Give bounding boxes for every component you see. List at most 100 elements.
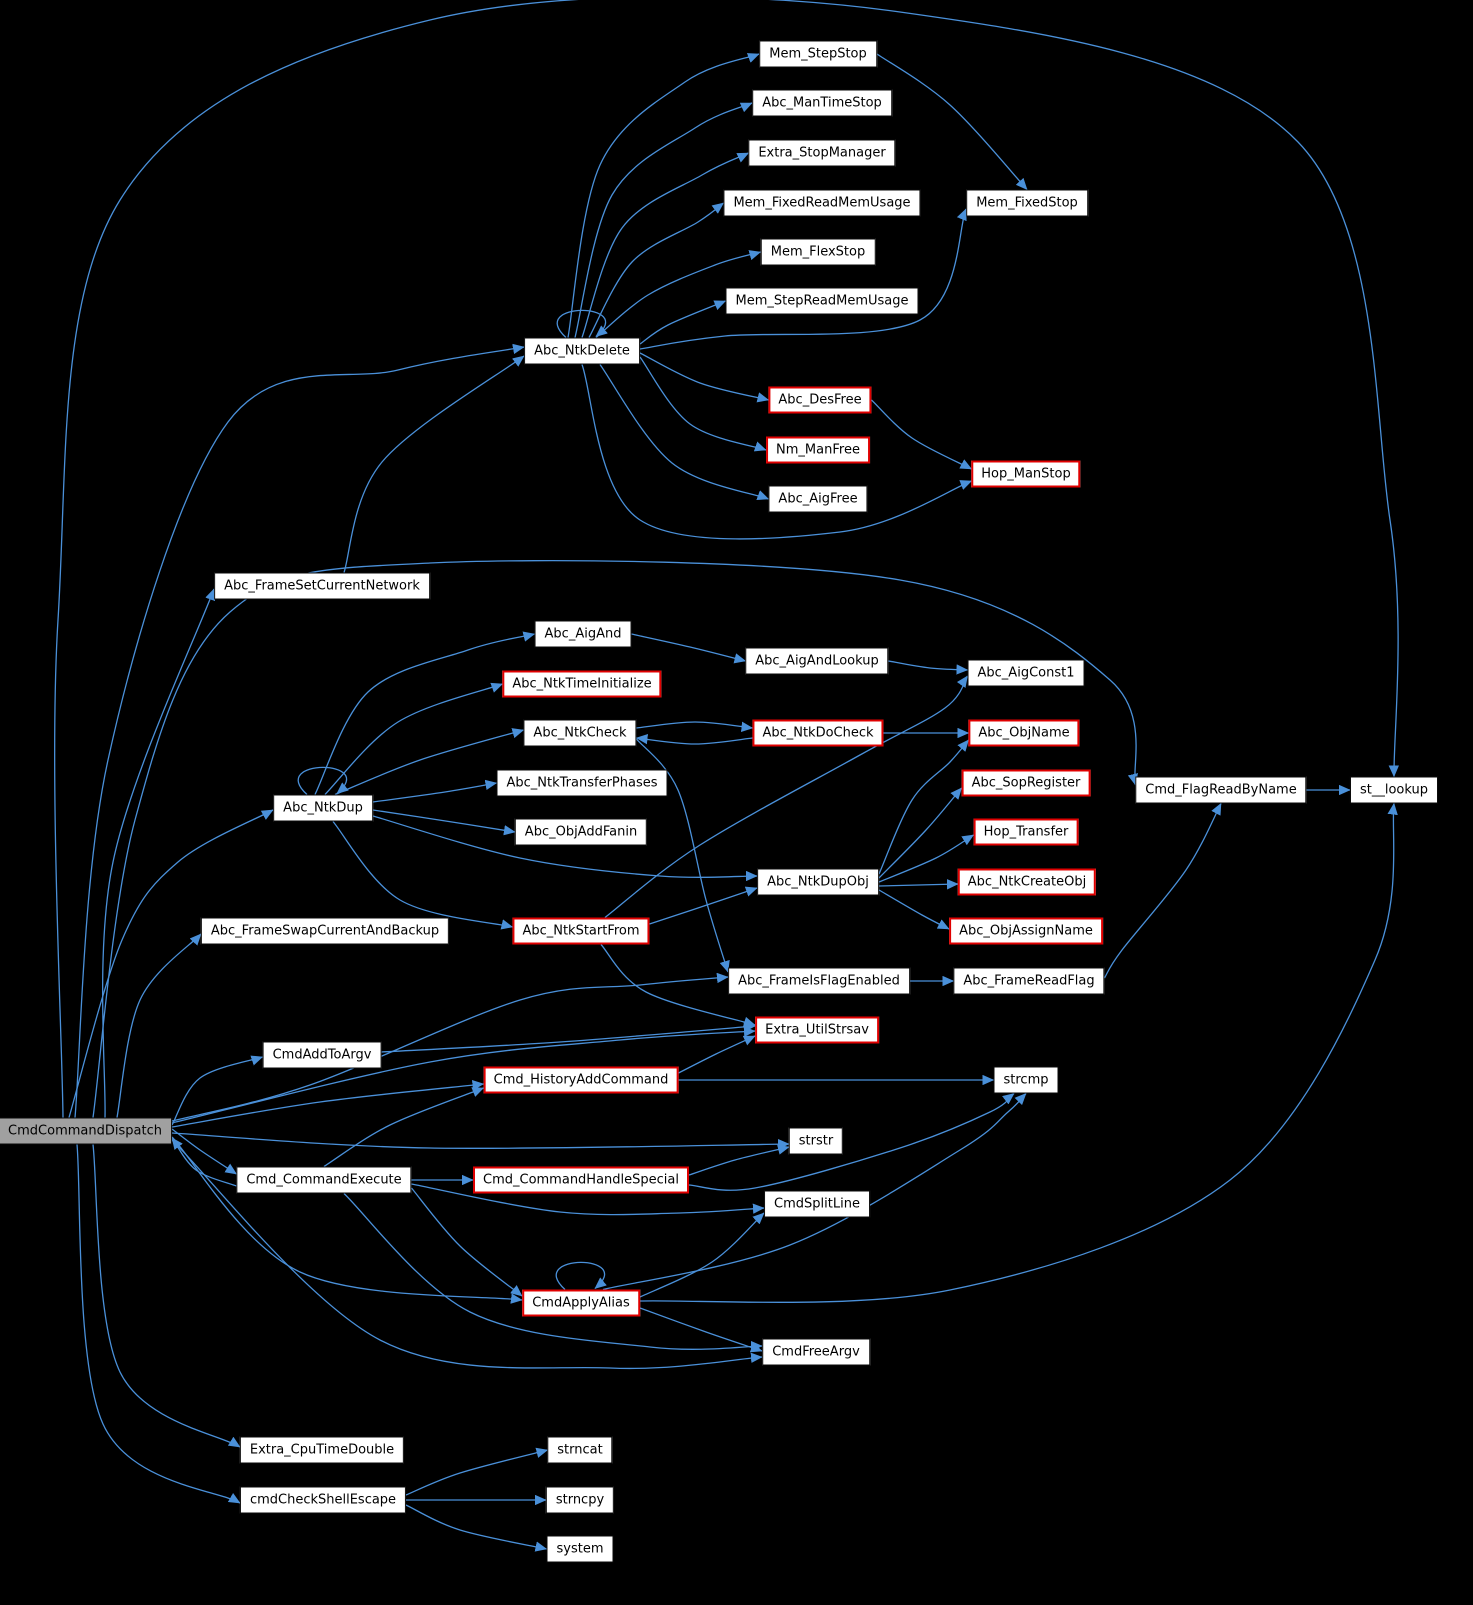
node-abc-aigandlookup[interactable]: Abc_AigAndLookup — [745, 647, 889, 675]
edge-abc-desfree-to-hop-manstop — [871, 399, 973, 470]
node-system[interactable]: system — [546, 1535, 614, 1563]
edge-cmdapplyalias-to-cmdapplyalias — [555, 1261, 607, 1290]
edge-cmdcommanddispatch-to-abc-framesetcurrentnetwork — [101, 588, 216, 1118]
edge-cmdapplyalias-to-strcmp — [602, 1093, 1027, 1291]
edge-abc-ntkdelete-to-abc-mantimestop — [574, 102, 753, 338]
edge-cmdcommanddispatch-to-abc-ntkdelete — [74, 343, 525, 1118]
edge-cmdcheckshellescape-to-strncat — [405, 1447, 549, 1496]
edge-mem-stepstop-to-mem-fixedstop — [876, 53, 1028, 190]
edge-abc-framesetcurrentnetwork-to-abc-ntkdelete — [343, 355, 525, 573]
edge-abc-ntkstartfrom-to-abc-ntkdupobj — [649, 886, 758, 925]
edge-abc-ntkstartfrom-to-extra-utilstrsav — [600, 944, 756, 1027]
edge-cmdapplyalias-to-cmdfreeargv — [639, 1307, 763, 1353]
edge-cmd-historyaddcommand-to-extra-utilstrsav — [678, 1035, 756, 1074]
edge-abc-ntkdelete-to-nm-manfree — [639, 356, 767, 452]
node-cmd-historyaddcommand[interactable]: Cmd_HistoryAddCommand — [483, 1066, 679, 1094]
edge-cmdcommanddispatch-to-abc-frameswapcurrentandbackup — [116, 933, 202, 1118]
node-mem-fixedstop[interactable]: Mem_FixedStop — [966, 189, 1088, 217]
edge-cmdcommanddispatch-to-extra-utilstrsav — [171, 1026, 756, 1124]
node-abc-ntkstartfrom[interactable]: Abc_NtkStartFrom — [512, 917, 650, 945]
node-abc-frameswapcurrentandbackup[interactable]: Abc_FrameSwapCurrentAndBackup — [200, 917, 450, 945]
node-cmd-commandexecute[interactable]: Cmd_CommandExecute — [236, 1166, 412, 1194]
edge-cmdaddtoargv-to-extra-utilstrsav — [381, 1021, 756, 1053]
node-mem-flexstop[interactable]: Mem_FlexStop — [760, 238, 876, 266]
node-abc-objassignname[interactable]: Abc_ObjAssignName — [949, 917, 1103, 945]
node-cmdcheckshellescape[interactable]: cmdCheckShellEscape — [239, 1486, 407, 1514]
node-abc-objaddfanin[interactable]: Abc_ObjAddFanin — [514, 818, 648, 846]
edge-abc-ntkdelete-to-mem-stepstop — [567, 53, 760, 338]
node-abc-aigfree[interactable]: Abc_AigFree — [768, 485, 868, 513]
edge-abc-ntkdelete-to-mem-stepreadmemusage — [639, 300, 727, 345]
node-abc-sopregister[interactable]: Abc_SopRegister — [961, 769, 1091, 797]
edge-abc-aigand-to-abc-aigandlookup — [631, 633, 747, 664]
node-abc-aigconst1[interactable]: Abc_AigConst1 — [967, 659, 1085, 687]
edge-cmdcommanddispatch-to-extra-cputimedouble — [92, 1144, 241, 1448]
node-cmdsplitline[interactable]: CmdSplitLine — [764, 1190, 870, 1218]
edge-abc-ntkdelete-to-extra-stopmanager — [581, 152, 750, 338]
edge-cmd-commandexecute-to-cmd-historyaddcommand — [323, 1087, 485, 1168]
node-abc-ntkdup[interactable]: Abc_NtkDup — [273, 794, 373, 822]
node-abc-framesetcurrentnetwork[interactable]: Abc_FrameSetCurrentNetwork — [214, 572, 430, 600]
node-abc-framereadflag[interactable]: Abc_FrameReadFlag — [953, 967, 1105, 995]
edge-cmdapplyalias-to-st-lookup — [639, 802, 1398, 1304]
node-cmdaddtoargv[interactable]: CmdAddToArgv — [262, 1041, 382, 1069]
node-abc-mantimestop[interactable]: Abc_ManTimeStop — [752, 89, 892, 117]
node-abc-ntkdocheck[interactable]: Abc_NtkDoCheck — [752, 719, 884, 747]
node-abc-ntkcreateobj[interactable]: Abc_NtkCreateObj — [957, 868, 1097, 896]
edge-abc-ntkdup-to-abc-ntkdup — [297, 766, 349, 795]
node-extra-utilstrsav[interactable]: Extra_UtilStrsav — [755, 1016, 879, 1044]
node-cmdfreeargv[interactable]: CmdFreeArgv — [762, 1338, 870, 1366]
node-mem-stepstop[interactable]: Mem_StepStop — [759, 40, 877, 68]
node-extra-cputimedouble[interactable]: Extra_CpuTimeDouble — [239, 1436, 405, 1464]
node-abc-frameisflagenabled[interactable]: Abc_FrameIsFlagEnabled — [728, 967, 910, 995]
edge-abc-ntkdupobj-to-abc-ntkcreateobj — [878, 879, 959, 890]
edge-cmdcommanddispatch-to-cmdcheckshellescape — [76, 1144, 241, 1504]
edge-cmd-commandexecute-to-cmdsplitline — [411, 1183, 765, 1216]
node-strncpy[interactable]: strncpy — [545, 1486, 615, 1514]
node-cmd-commandhandlespecial[interactable]: Cmd_CommandHandleSpecial — [473, 1166, 689, 1194]
node-mem-stepreadmemusage[interactable]: Mem_StepReadMemUsage — [725, 287, 919, 315]
edge-abc-aigandlookup-to-abc-aigconst1 — [888, 660, 969, 675]
node-strstr[interactable]: strstr — [788, 1127, 844, 1155]
edge-abc-ntkdupobj-to-abc-sopregister — [878, 787, 962, 879]
node-cmdapplyalias[interactable]: CmdApplyAlias — [522, 1289, 640, 1317]
node-strncat[interactable]: strncat — [547, 1436, 613, 1464]
edge-abc-ntkdelete-to-mem-fixedstop — [639, 208, 967, 350]
node-abc-ntktimeinitialize[interactable]: Abc_NtkTimeInitialize — [502, 670, 662, 698]
node-hop-transfer[interactable]: Hop_Transfer — [973, 818, 1079, 846]
edge-abc-ntkdelete-to-abc-aigfree — [599, 364, 770, 501]
edge-cmdcommanddispatch-to-abc-ntkdup — [68, 809, 274, 1118]
edge-abc-ntkdup-to-abc-ntktransferphases — [372, 779, 498, 803]
node-mem-fixedreadmemusage[interactable]: Mem_FixedReadMemUsage — [723, 189, 921, 217]
edge-cmdcommanddispatch-to-cmdapplyalias — [171, 1136, 523, 1304]
node-strcmp[interactable]: strcmp — [993, 1066, 1059, 1094]
edge-cmdapplyalias-to-cmdsplitline — [639, 1212, 765, 1298]
edge-abc-ntkstartfrom-to-abc-aigconst1 — [604, 675, 969, 919]
edge-cmdcommanddispatch-to-cmd-historyaddcommand — [171, 1080, 485, 1128]
edge-cmdcommanddispatch-to-cmd-flagreadbyname — [92, 559, 1138, 1118]
edge-cmd-commandhandlespecial-to-strcmp — [688, 1092, 1015, 1191]
node-st-lookup[interactable]: st__lookup — [1349, 776, 1439, 804]
edge-abc-ntkdelete-to-mem-fixedreadmemusage — [588, 202, 725, 338]
node-hop-manstop[interactable]: Hop_ManStop — [971, 460, 1081, 488]
edge-abc-ntkdup-to-abc-objaddfanin — [372, 809, 516, 836]
node-nm-manfree[interactable]: Nm_ManFree — [766, 436, 870, 464]
edge-abc-ntkdelete-to-mem-flexstop — [595, 250, 762, 339]
node-cmdcommanddispatch[interactable]: CmdCommandDispatch — [0, 1117, 172, 1145]
node-extra-stopmanager[interactable]: Extra_StopManager — [748, 139, 896, 167]
node-abc-desfree[interactable]: Abc_DesFree — [768, 386, 872, 414]
node-abc-objname[interactable]: Abc_ObjName — [968, 719, 1080, 747]
edge-abc-ntkdupobj-to-abc-objassignname — [878, 889, 950, 930]
node-abc-ntktransferphases[interactable]: Abc_NtkTransferPhases — [496, 769, 668, 797]
edge-abc-framereadflag-to-cmd-flagreadbyname — [1103, 802, 1222, 979]
node-abc-ntkdelete[interactable]: Abc_NtkDelete — [524, 337, 640, 365]
edge-cmd-commandhandlespecial-to-strstr — [688, 1144, 790, 1176]
edge-abc-ntkdup-to-abc-ntkcheck — [334, 728, 525, 796]
edge-abc-ntkdupobj-to-hop-transfer — [878, 834, 975, 883]
node-cmd-flagreadbyname[interactable]: Cmd_FlagReadByName — [1135, 776, 1307, 804]
node-abc-ntkcheck[interactable]: Abc_NtkCheck — [523, 719, 637, 747]
node-abc-ntkdupobj[interactable]: Abc_NtkDupObj — [757, 868, 879, 896]
node-abc-aigand[interactable]: Abc_AigAnd — [534, 620, 632, 648]
edge-abc-ntkdup-to-abc-ntkdupobj — [372, 815, 758, 882]
edge-abc-ntkdup-to-abc-ntktimeinitialize — [324, 682, 504, 795]
